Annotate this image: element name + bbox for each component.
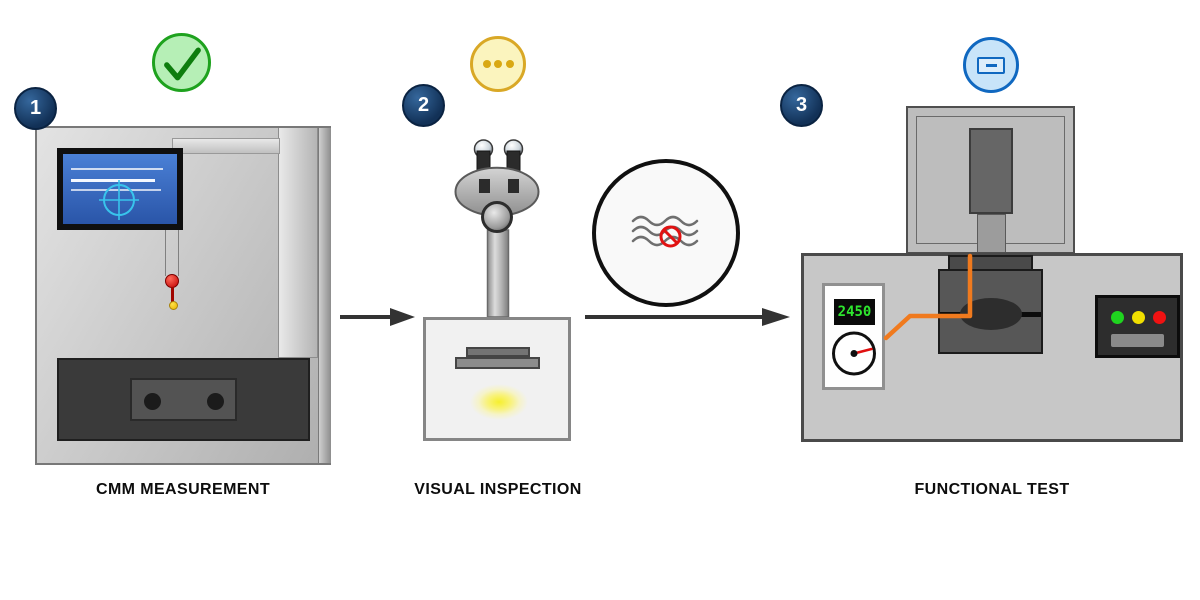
- cmm-machine: [35, 126, 331, 465]
- indicator-panel: [1095, 295, 1180, 358]
- station-label-functional: FUNCTIONAL TEST: [914, 481, 1070, 498]
- test-tower: [906, 106, 1075, 254]
- screen-text-line: [71, 168, 163, 170]
- test-cable: [883, 253, 973, 341]
- eyepiece-tube-base: [479, 179, 490, 193]
- gauge-hub: [850, 350, 858, 357]
- probe-stylus: [171, 287, 174, 307]
- step-badge-2: 2: [402, 84, 445, 127]
- eyepiece-tube-base: [508, 179, 519, 193]
- ellipsis-dot: [494, 60, 502, 68]
- stage-sample: [466, 347, 530, 357]
- test-bench: 2450: [801, 253, 1183, 442]
- check-circle-icon: [152, 33, 211, 92]
- probe-ball: [165, 274, 179, 288]
- battery-dash: [985, 63, 997, 67]
- panel-button-slot: [1111, 334, 1164, 347]
- cmm-monitor: [57, 148, 183, 230]
- step-number: 2: [417, 94, 430, 116]
- ellipsis-dot: [505, 60, 514, 68]
- no-scratches-icon: [631, 215, 699, 248]
- yellow-light: [1132, 311, 1145, 324]
- green-light: [1111, 311, 1124, 324]
- ellipsis-dot: [482, 60, 491, 68]
- flow-arrow-2: [585, 308, 790, 326]
- prohibition-icon: [659, 225, 682, 248]
- press-actuator: [969, 128, 1013, 214]
- flow-arrow-1: [340, 308, 415, 326]
- step-number: 1: [29, 97, 42, 119]
- probe-tip: [169, 301, 178, 310]
- ellipsis-circle-icon: [470, 36, 526, 92]
- cmm-table: [57, 358, 310, 441]
- workpiece-hole: [207, 393, 224, 410]
- step-badge-1: 1: [14, 87, 57, 130]
- crosshair-target-icon: [99, 180, 139, 220]
- red-light: [1153, 311, 1166, 324]
- objective-lens: [481, 201, 513, 233]
- station-label-visual: VISUAL INSPECTION: [414, 481, 582, 498]
- stage-plate: [455, 357, 540, 369]
- cmm-side-panel: [318, 128, 331, 463]
- station-label-cmm: CMM MEASUREMENT: [96, 481, 270, 498]
- analog-gauge: [832, 331, 876, 376]
- checkmark-icon: [164, 47, 201, 80]
- workpiece: [130, 378, 237, 421]
- screen-text-line: [71, 189, 161, 191]
- screen-text-line: [71, 179, 155, 182]
- meter-display: 2450: [834, 299, 875, 325]
- probe-shaft: [178, 230, 179, 276]
- magnifier-callout: [592, 159, 740, 307]
- cmm-bridge: [172, 138, 280, 154]
- battery-cell-icon: [977, 56, 1005, 74]
- cmm-z-column: [278, 128, 318, 358]
- microscope-column: [486, 229, 510, 318]
- inspection-stage-box: [423, 317, 571, 441]
- battery-circle-icon: [963, 37, 1019, 93]
- step-badge-3: 3: [780, 84, 823, 127]
- test-meter: 2450: [822, 283, 885, 390]
- test-fixture: [938, 269, 1043, 354]
- probe-shaft: [165, 230, 166, 276]
- actuator-column: [977, 214, 1006, 252]
- microscope-graphic: [454, 139, 540, 318]
- workpiece-hole: [144, 393, 161, 410]
- stage-light-glow: [470, 384, 528, 420]
- step-number: 3: [795, 94, 808, 116]
